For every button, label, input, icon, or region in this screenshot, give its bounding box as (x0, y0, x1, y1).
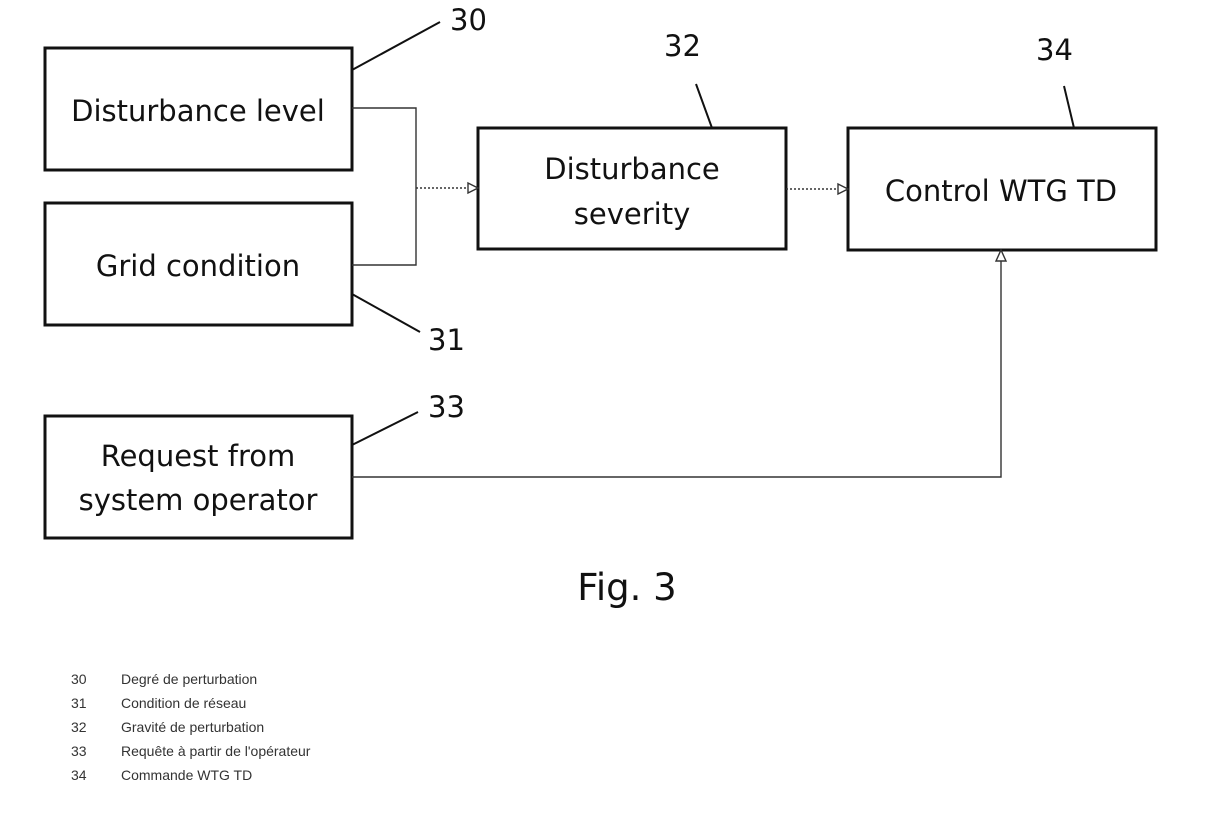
ref-number-33: 33 (428, 390, 465, 424)
ref-number-31: 31 (428, 323, 465, 357)
legend-text-32: Gravité de perturbation (121, 719, 264, 735)
block-control-wtg-label: Control WTG TD (885, 174, 1117, 208)
ref-number-34: 34 (1036, 33, 1073, 67)
ref-number-30: 30 (450, 3, 487, 37)
legend-num-34: 34 (71, 767, 87, 783)
block-disturbance-level: Disturbance level (45, 48, 352, 170)
block-request-operator-label-line1: Request from (101, 439, 296, 473)
legend-text-34: Commande WTG TD (121, 767, 252, 783)
block-disturbance-level-label: Disturbance level (71, 94, 325, 128)
legend-num-30: 30 (71, 671, 87, 687)
figure-caption: Fig. 3 (577, 566, 676, 609)
legend-text-30: Degré de perturbation (121, 671, 257, 687)
legend-num-31: 31 (71, 695, 87, 711)
leader-31 (352, 294, 420, 332)
legend-text-33: Requête à partir de l'opérateur (121, 743, 311, 759)
leader-33 (352, 412, 418, 445)
block-request-operator-label-line2: system operator (79, 483, 318, 517)
legend-num-33: 33 (71, 743, 87, 759)
merge-connector (352, 108, 416, 265)
block-request-operator-box (45, 416, 352, 538)
legend: 30 Degré de perturbation 31 Condition de… (71, 671, 311, 783)
block-grid-condition-label: Grid condition (96, 249, 300, 283)
block-disturbance-severity-label-line1: Disturbance (544, 152, 720, 186)
block-grid-condition: Grid condition (45, 203, 352, 325)
block-disturbance-severity: Disturbance severity (478, 128, 786, 249)
arrowhead-request-to-control (996, 250, 1006, 261)
block-request-operator: Request from system operator (45, 416, 352, 538)
leader-30 (352, 22, 440, 70)
legend-num-32: 32 (71, 719, 87, 735)
legend-text-31: Condition de réseau (121, 695, 246, 711)
block-disturbance-severity-label-line2: severity (574, 197, 690, 231)
leader-34 (1064, 86, 1074, 128)
leader-32 (696, 84, 712, 128)
connector-request-to-control (352, 261, 1001, 477)
block-control-wtg: Control WTG TD (848, 128, 1156, 250)
ref-number-32: 32 (664, 29, 701, 63)
